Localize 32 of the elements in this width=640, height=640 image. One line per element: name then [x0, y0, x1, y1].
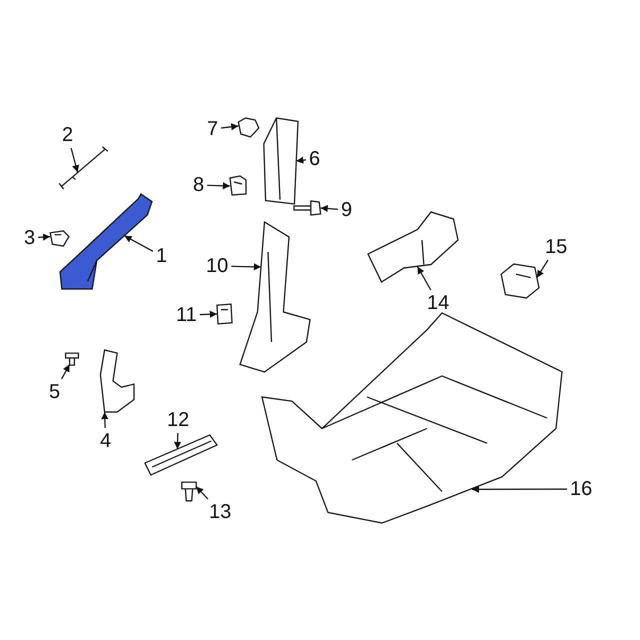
callout-number: 12 — [167, 409, 190, 431]
callout-number: 15 — [545, 236, 568, 258]
callout-number: 3 — [24, 227, 36, 249]
leader-line — [70, 148, 80, 173]
leader-line — [174, 432, 182, 450]
leader-line — [61, 364, 70, 380]
callout-number: 4 — [100, 430, 112, 452]
callout-number: 7 — [207, 118, 218, 140]
callout-number: 10 — [206, 255, 228, 277]
callout-number: 13 — [209, 501, 232, 523]
leader-line — [472, 486, 567, 493]
leader-line — [207, 182, 230, 190]
callout-number: 8 — [193, 174, 204, 196]
leader-line — [38, 233, 50, 241]
leader-line — [231, 263, 262, 270]
leader-line — [416, 266, 432, 290]
callout-number: 16 — [570, 478, 592, 500]
leader-line — [296, 156, 306, 164]
callout-number: 9 — [341, 199, 352, 221]
callout-number: 14 — [427, 292, 450, 314]
leader-line — [200, 310, 218, 318]
callout-number: 11 — [176, 304, 197, 326]
callout-number: 2 — [62, 124, 74, 146]
callout-number: 1 — [156, 245, 168, 267]
leader-line — [196, 486, 208, 500]
leader-line — [320, 204, 338, 212]
leader-line — [101, 412, 108, 428]
callout-number: 5 — [49, 381, 60, 403]
leader-line — [221, 123, 238, 130]
callout-number: 6 — [309, 148, 320, 170]
leader-line — [124, 235, 154, 252]
leader-line — [536, 260, 548, 278]
